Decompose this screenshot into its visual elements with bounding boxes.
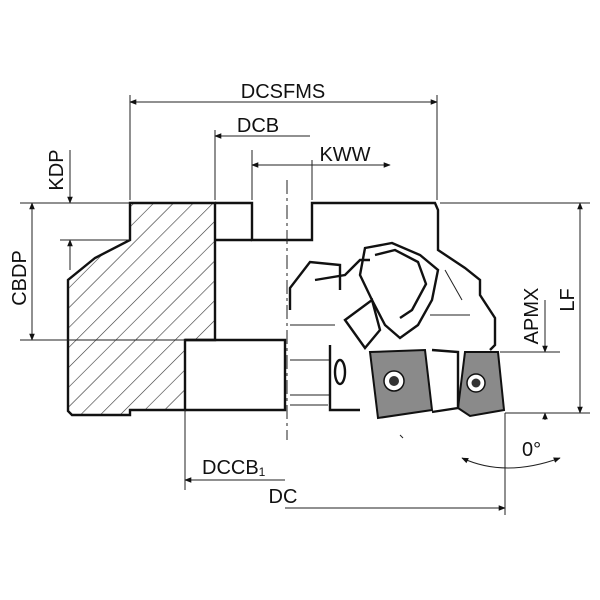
label-apmx: APMX xyxy=(521,288,543,345)
dimension-kww: KWW xyxy=(251,144,391,200)
dimension-lf: LF xyxy=(440,202,590,414)
dimension-dc: DC xyxy=(269,418,506,515)
dimension-angle: 0° xyxy=(461,413,561,480)
dimension-dcb: DCB xyxy=(214,115,310,200)
dimension-cbdp: CBDP xyxy=(9,202,185,341)
hatched-body-section xyxy=(66,201,217,417)
cutter-body-right xyxy=(185,201,497,412)
cutting-insert-rear xyxy=(431,348,506,418)
insert-clamp xyxy=(333,241,440,386)
label-kww: KWW xyxy=(319,144,370,166)
dimension-apmx: APMX xyxy=(500,288,560,420)
cutting-insert-front xyxy=(368,348,434,420)
label-lf: LF xyxy=(557,288,579,311)
label-kdp: KDP xyxy=(46,149,68,190)
label-dcb: DCB xyxy=(237,115,279,137)
label-dccb: DCCB1 xyxy=(202,457,266,479)
label-dcsfms: DCSFMS xyxy=(241,81,325,103)
dimension-dccb1: DCCB1 xyxy=(184,410,285,490)
label-angle: 0° xyxy=(522,439,541,461)
dimension-kdp: KDP xyxy=(20,149,130,270)
label-dc: DC xyxy=(269,486,298,508)
dimension-dcsfms: DCSFMS xyxy=(129,81,438,200)
label-cbdp: CBDP xyxy=(9,250,31,306)
